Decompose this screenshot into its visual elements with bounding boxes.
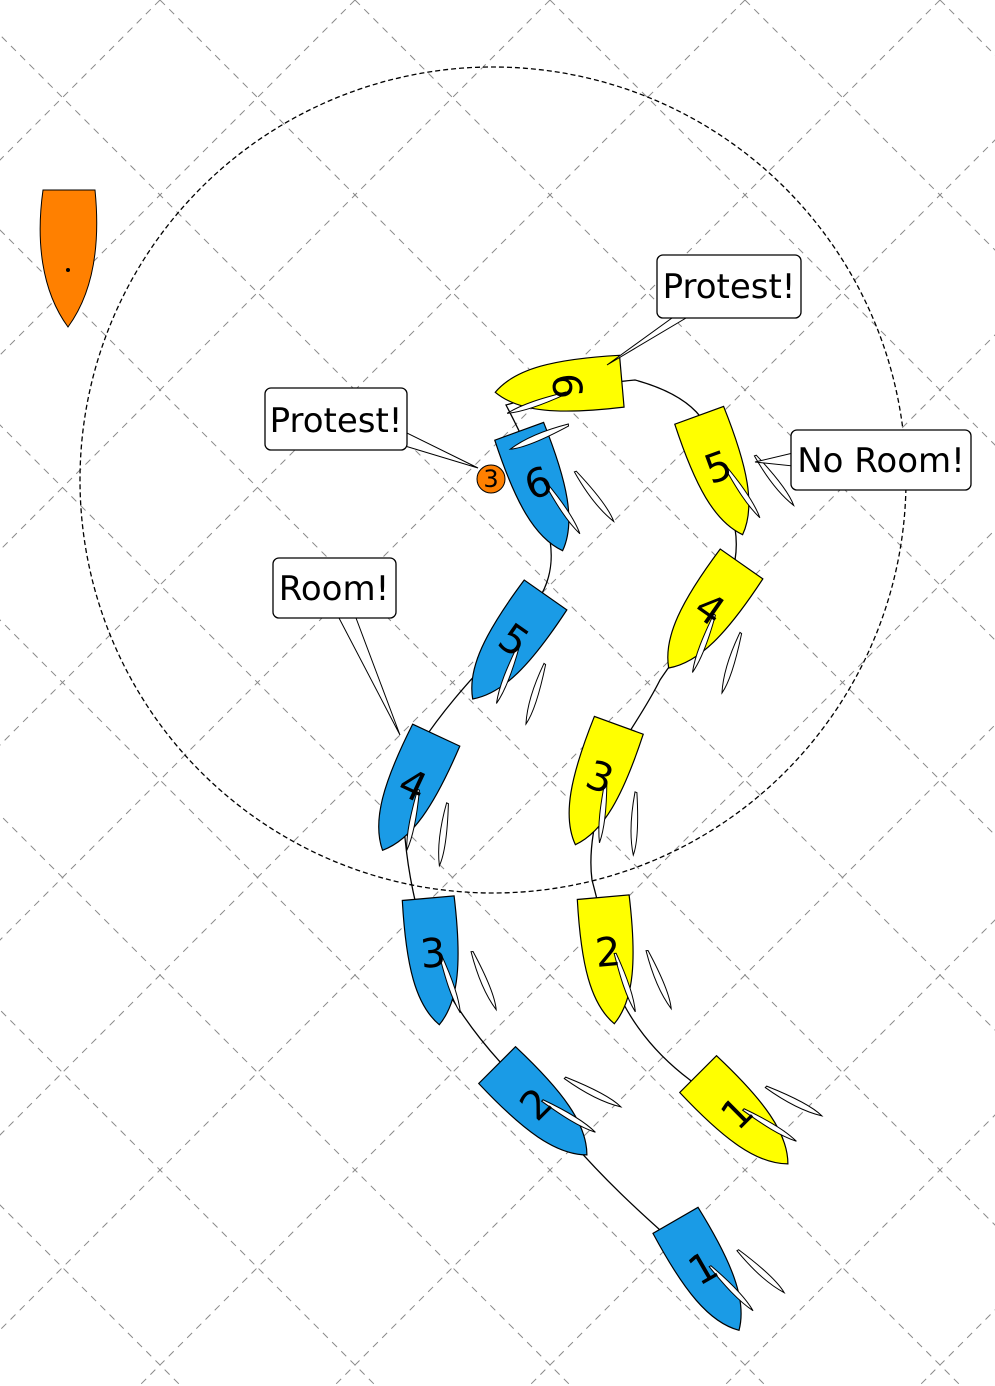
- grid-line: [0, 424, 962, 1386]
- grid-line: [0, 0, 746, 746]
- blue-boat-sail: [573, 470, 615, 523]
- blue-boat-sail: [406, 788, 420, 851]
- blue-boat-sail: [540, 1099, 596, 1133]
- yellow-boat-6: 6: [494, 354, 625, 450]
- grid-line: [0, 0, 941, 941]
- mark-label: 3: [483, 465, 498, 493]
- blue-boat-3: 3: [401, 895, 497, 1026]
- yellow-boat-sail: [691, 613, 716, 673]
- yellow-boat-3: 3: [568, 715, 644, 857]
- grid-line: [0, 0, 551, 551]
- yellow-boat-sail: [723, 465, 761, 519]
- yellow-boat-sail: [645, 949, 672, 1011]
- blue-boat-2: 2: [477, 1045, 623, 1156]
- yellow-boat-2: 2: [576, 894, 672, 1025]
- blue-boat-sail: [525, 662, 547, 726]
- grid-line: [528, 919, 995, 1386]
- yellow-boat-sail: [613, 952, 636, 1013]
- callout-protest-top: Protest!: [606, 254, 802, 366]
- yellow-boat-5: 5: [674, 405, 795, 536]
- blue-boat-sail: [495, 644, 520, 704]
- committee-boat-icon: [39, 189, 98, 328]
- grid-line: [549, 0, 995, 446]
- blue-boat-sail: [563, 1076, 623, 1108]
- blue-boat-sail: [470, 950, 497, 1012]
- blue-boat-sail: [543, 481, 581, 535]
- callout-no-room: No Room!: [754, 429, 972, 491]
- blue-boat-5: 5: [471, 579, 568, 726]
- mark-buoy: 3: [476, 464, 506, 494]
- grid-line: [744, 0, 995, 251]
- blue-boat-sail: [736, 1249, 786, 1294]
- yellow-boat-sail: [741, 1108, 797, 1142]
- blue-boat-sail: [438, 953, 461, 1014]
- yellow-boat-sail: [508, 423, 570, 450]
- blue-boat-sail: [708, 1265, 754, 1312]
- callout-no-room-text: No Room!: [797, 441, 965, 481]
- callout-protest-left-text: Protest!: [270, 401, 403, 441]
- grid-line: [0, 0, 356, 356]
- yellow-boat-sail: [753, 454, 795, 507]
- callout-protest-left: Protest!: [264, 387, 479, 469]
- yellow-boat-sail: [764, 1085, 824, 1117]
- grid-line: [333, 724, 995, 1386]
- grid-line: [159, 0, 995, 836]
- grid-line: [918, 1309, 995, 1386]
- yellow-boat-sail: [598, 780, 608, 843]
- grid-line: [354, 0, 995, 641]
- grid-line: [0, 619, 767, 1386]
- blue-boat-1: 1: [652, 1206, 786, 1332]
- grid-line: [723, 1114, 995, 1386]
- yellow-boat-number: 6: [542, 371, 590, 400]
- blue-boat-number: 3: [418, 930, 447, 978]
- yellow-boat-sail: [721, 631, 743, 695]
- blue-boat-4: 4: [378, 723, 461, 868]
- callout-room-text: Room!: [279, 569, 389, 609]
- yellow-boat-number: 2: [593, 929, 622, 977]
- callout-room: Room!: [272, 557, 401, 736]
- yellow-boat-sail: [506, 391, 567, 414]
- callout-protest-top-text: Protest!: [663, 267, 796, 307]
- grid-line: [138, 529, 995, 1386]
- yellow-boat-4: 4: [667, 548, 764, 695]
- yellow-boat-1: 1: [678, 1054, 824, 1165]
- yellow-boat-sail: [630, 791, 639, 857]
- blue-boat-6: 6: [494, 421, 615, 552]
- blue-boat-sail: [438, 802, 449, 868]
